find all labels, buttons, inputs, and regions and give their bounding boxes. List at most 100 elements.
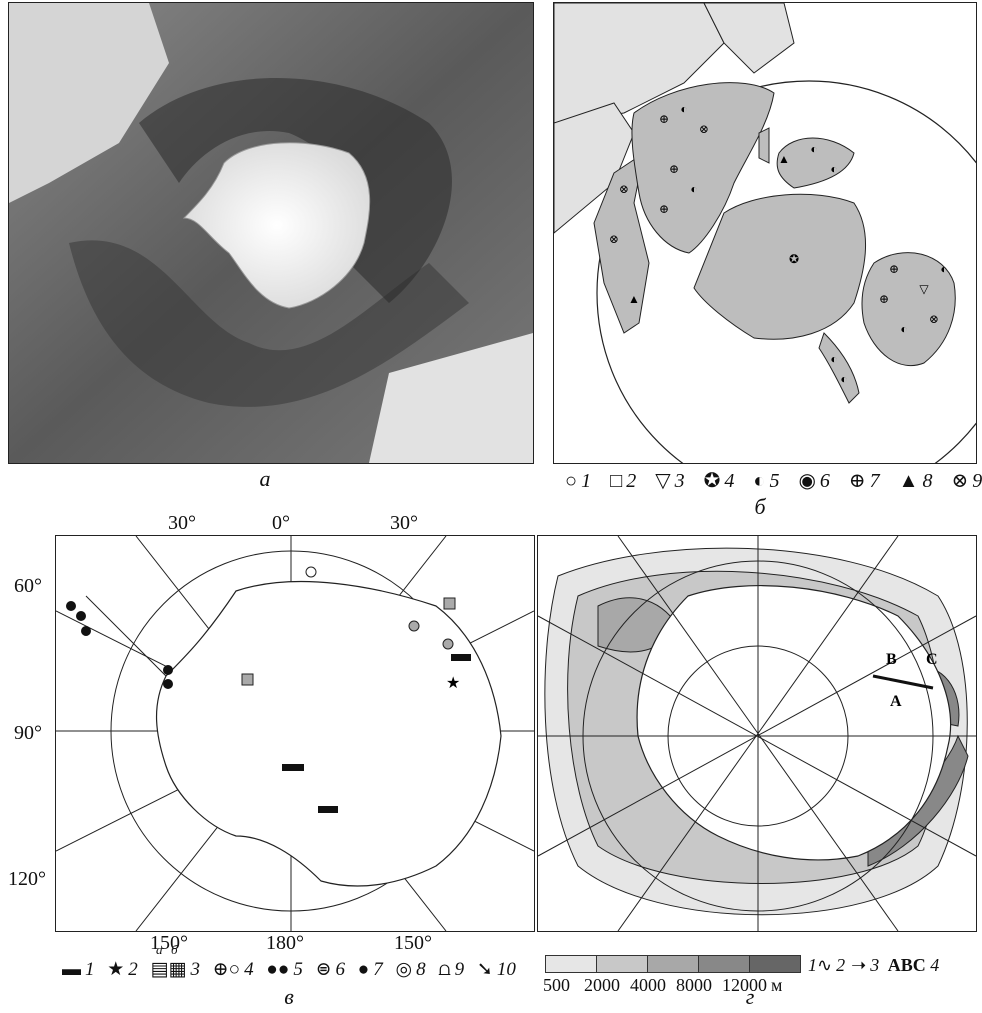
svg-text:◐: ◐ bbox=[830, 352, 837, 366]
degree-left-60: 60° bbox=[14, 575, 42, 597]
legend-v: ▬1 ★2 ▤▦3 ⊕○4 ●●5 ⊜6 ●7 ◎8 ⩍9 ➘10 bbox=[62, 958, 516, 981]
scale-cell-4 bbox=[698, 955, 750, 973]
legend-b-item-6: ◉6 bbox=[798, 470, 830, 492]
scale-cell-5 bbox=[749, 955, 801, 973]
panel-a-label: а bbox=[259, 466, 271, 491]
scale-cell-1 bbox=[545, 955, 597, 973]
svg-text:⊕: ⊕ bbox=[889, 262, 899, 276]
thickness-map-svg: B C A bbox=[538, 536, 976, 931]
cross-circle-icon: ⊗ bbox=[951, 470, 969, 492]
open-square-icon: □ bbox=[610, 470, 623, 492]
striped-square-icon: ▤▦ bbox=[150, 959, 187, 980]
open-circle-icon: ○ bbox=[565, 470, 578, 492]
panel-b-gondwana-map: ⊕◐⊗ ⊕◐⊕ ⊗⊗▲ ▲◐◐ ⊕▽⊗ ◐⊕◐ ◐◐✪ bbox=[553, 2, 977, 464]
panel-v-polar-map: ★ bbox=[55, 535, 535, 932]
arrow-icon: ➘ bbox=[476, 959, 493, 980]
reconstruction-circle bbox=[596, 80, 976, 463]
panel-g-label: г bbox=[745, 984, 755, 1009]
filled-triangle-icon: ▲ bbox=[898, 470, 919, 492]
legend-v-item-6: ⊜6 bbox=[315, 959, 345, 980]
degree-top-mid: 0° bbox=[272, 512, 290, 534]
legend-g: 1∿2➝3 ABC 4 bbox=[808, 955, 940, 975]
legend-b-item-8: ▲8 bbox=[898, 470, 933, 492]
relief-map-image bbox=[9, 3, 533, 463]
svg-text:⊕: ⊕ bbox=[659, 202, 669, 216]
svg-text:◐: ◐ bbox=[940, 262, 947, 276]
panel-g-thickness-map: B C A bbox=[537, 535, 977, 932]
legend-b-item-5: ◐5 bbox=[753, 470, 780, 492]
degree-bottom-left: 150° bbox=[150, 932, 188, 954]
antarctica-b bbox=[693, 193, 866, 340]
degree-bottom-mid: 180° bbox=[266, 932, 304, 954]
striped-circle-icon: ⊜ bbox=[315, 959, 332, 980]
legend-v-item-7: ●7 bbox=[357, 959, 383, 980]
svg-text:⊗: ⊗ bbox=[619, 182, 629, 196]
half-circle-icon: ◐ bbox=[753, 470, 766, 492]
svg-text:⊕: ⊕ bbox=[669, 162, 679, 176]
antarctica-coastline-v bbox=[156, 580, 502, 887]
legend-v-item-2: ★2 bbox=[107, 959, 138, 980]
antarctica-ice-sheet bbox=[182, 142, 371, 309]
legend-v-item-10: ➘10 bbox=[476, 959, 516, 980]
wavy-line-icon: ∿ bbox=[817, 955, 833, 975]
legend-v-item-4: ⊕○4 bbox=[212, 959, 254, 980]
svg-text:⊗: ⊗ bbox=[609, 232, 619, 246]
svg-text:◐: ◐ bbox=[840, 372, 847, 386]
arrow-icon: ➝ bbox=[851, 955, 867, 975]
legend-b-item-2: □2 bbox=[610, 470, 637, 492]
svg-text:✪: ✪ bbox=[789, 252, 799, 266]
legend-b-item-7: ⊕7 bbox=[848, 470, 880, 492]
svg-text:⊕: ⊕ bbox=[659, 112, 669, 126]
panel-v-label: в bbox=[284, 984, 294, 1009]
legend-b-item-9: ⊗9 bbox=[951, 470, 982, 492]
legend-v-item-1: ▬1 bbox=[62, 959, 95, 980]
degree-left-120: 120° bbox=[8, 868, 46, 890]
point-a-label: A bbox=[890, 693, 902, 710]
svg-text:⊗: ⊗ bbox=[929, 312, 939, 326]
scale-cell-3 bbox=[647, 955, 699, 973]
black-circle-icon: ● bbox=[357, 959, 370, 980]
legend-v-sub-b: б bbox=[171, 942, 178, 957]
degree-top-left: 30° bbox=[168, 512, 196, 534]
svg-text:▽: ▽ bbox=[919, 282, 929, 296]
degree-top-right: 30° bbox=[390, 512, 418, 534]
svg-text:◐: ◐ bbox=[810, 142, 817, 156]
double-circle-icon: ◎ bbox=[395, 959, 413, 980]
map-symbols: ⊕◐⊗ ⊕◐⊕ ⊗⊗▲ ▲◐◐ ⊕▽⊗ ◐⊕◐ ◐◐✪ bbox=[609, 102, 948, 386]
legend-b-item-4: ✪4 bbox=[703, 470, 735, 492]
scale-cell-2 bbox=[596, 955, 648, 973]
svg-text:◐: ◐ bbox=[830, 162, 837, 176]
legend-v-item-9: ⩍9 bbox=[438, 959, 465, 980]
plus-circle-icon: ⊕ bbox=[848, 470, 866, 492]
svg-text:▲: ▲ bbox=[778, 152, 790, 166]
svg-text:◐: ◐ bbox=[690, 182, 697, 196]
down-triangle-icon: ▽ bbox=[655, 470, 671, 492]
point-b-label: B bbox=[886, 651, 897, 668]
degree-bottom-right: 150° bbox=[394, 932, 432, 954]
panel-a-relief-map bbox=[8, 2, 534, 464]
scale-bar-g bbox=[545, 955, 801, 978]
legend-b: ○1 □2 ▽3 ✪4 ◐5 ◉6 ⊕7 ▲8 ⊗9 bbox=[565, 468, 982, 493]
plus-circle-icon: ⊕○ bbox=[212, 959, 241, 980]
svg-text:⊗: ⊗ bbox=[699, 122, 709, 136]
gondwana-svg: ⊕◐⊗ ⊕◐⊕ ⊗⊗▲ ▲◐◐ ⊕▽⊗ ◐⊕◐ ◐◐✪ bbox=[554, 3, 976, 463]
svg-text:◐: ◐ bbox=[900, 322, 907, 336]
black-bar-icon: ▬ bbox=[62, 959, 81, 980]
legend-b-item-3: ▽3 bbox=[655, 470, 685, 492]
svg-text:⊕: ⊕ bbox=[879, 292, 889, 306]
legend-v-sub-a: а bbox=[156, 942, 163, 957]
svg-text:◐: ◐ bbox=[680, 102, 687, 116]
legend-b-item-1: ○1 bbox=[565, 470, 592, 492]
panel-b-label: б bbox=[754, 494, 766, 519]
legend-v-item-8: ◎8 bbox=[395, 959, 426, 980]
degree-left-90: 90° bbox=[14, 722, 42, 744]
legend-v-item-5: ●●5 bbox=[266, 959, 303, 980]
star-circle-icon: ✪ bbox=[703, 470, 721, 492]
underlined-circle-icon: ⩍ bbox=[438, 959, 451, 980]
point-c-label: C bbox=[926, 651, 938, 668]
svg-text:★: ★ bbox=[446, 675, 460, 692]
dot-circle-icon: ◉ bbox=[798, 470, 816, 492]
grey-circle-icon: ●● bbox=[266, 959, 290, 980]
legend-v-item-3: ▤▦3 bbox=[150, 959, 200, 980]
